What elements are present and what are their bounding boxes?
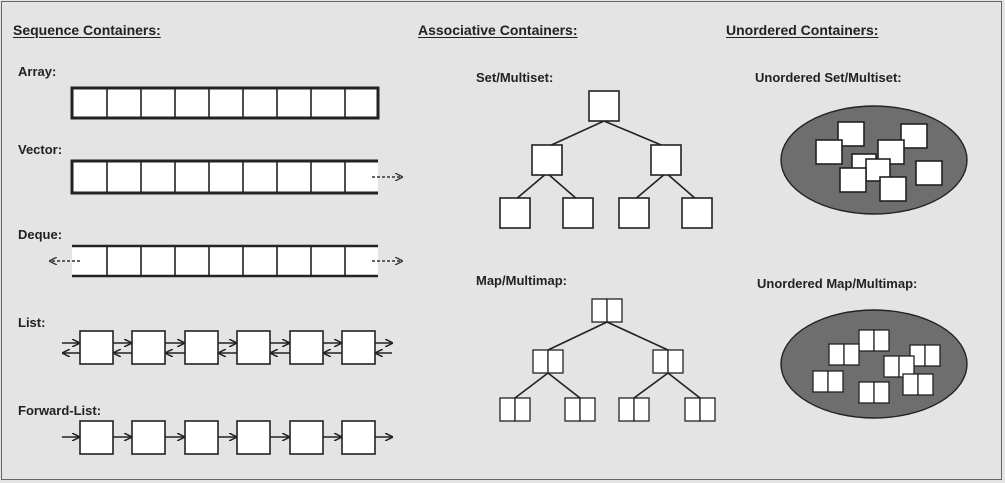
map-node-root [591,298,623,323]
label-forward-list: Forward-List: [18,403,102,418]
label-map-multimap: Map/Multimap: [476,273,567,288]
label-deque: Deque: [18,227,63,242]
map-tree-diagram [499,298,716,422]
list-diagram [62,330,392,365]
set-tree-diagram [499,90,713,229]
unordered-set-diagram [780,105,968,215]
label-unordered-map-multimap: Unordered Map/Multimap: [757,276,918,291]
deque-diagram [50,244,402,278]
heading-associative-containers: Associative Containers: [418,22,578,38]
label-list: List: [18,315,46,330]
label-array: Array: [18,64,57,79]
heading-unordered-containers: Unordered Containers: [726,22,879,38]
label-vector: Vector: [18,142,63,157]
unordered-map-diagram [780,309,968,419]
label-unordered-set-multiset: Unordered Set/Multiset: [755,70,902,85]
vector-diagram [70,159,402,195]
array-diagram [70,86,380,120]
forward-list-diagram [62,420,392,455]
array-cells [106,88,346,118]
label-set-multiset: Set/Multiset: [476,70,554,85]
heading-sequence-containers: Sequence Containers: [13,22,161,38]
